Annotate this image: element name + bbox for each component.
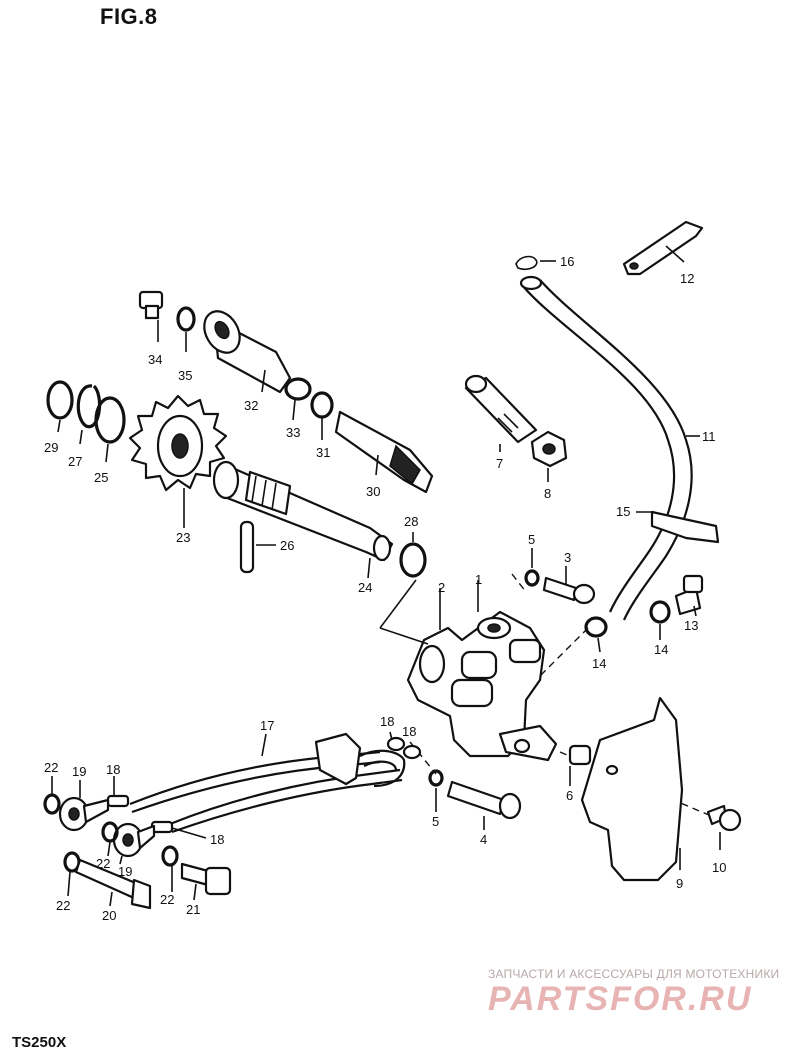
part-13-banjo-bolt — [674, 574, 704, 617]
callout-24: 24 — [358, 580, 372, 595]
part-5-washer-bottom — [428, 769, 444, 812]
part-14-washer-right — [649, 600, 671, 640]
part-10-screw — [706, 804, 742, 850]
part-34-banjo-bolt — [138, 290, 164, 342]
watermark-logo: PARTSFOR.RU — [488, 980, 753, 1018]
callout-22d: 22 — [160, 892, 174, 907]
callout-20: 20 — [102, 908, 116, 923]
callout-6: 6 — [566, 788, 573, 803]
callout-34: 34 — [148, 352, 162, 367]
part-23-gear — [128, 394, 228, 528]
callout-27: 27 — [68, 454, 82, 469]
part-30-drive-shaft — [334, 410, 434, 494]
part-11-oil-hose — [519, 275, 700, 621]
callout-10: 10 — [712, 860, 726, 875]
callout-18b: 18 — [210, 832, 224, 847]
part-7-bolt — [464, 374, 538, 452]
callout-21: 21 — [186, 902, 200, 917]
part-31-o-ring — [310, 391, 334, 440]
part-1-2-oil-pump-body — [379, 579, 558, 762]
part-26-pin — [239, 520, 276, 574]
part-5-washer-top — [524, 548, 540, 587]
part-15-hose-clamp — [636, 510, 720, 544]
callout-18a: 18 — [106, 762, 120, 777]
callout-29: 29 — [44, 440, 58, 455]
part-20-banjo-bolt — [74, 858, 152, 910]
part-24-main-shaft — [212, 460, 394, 579]
part-29-washer — [46, 380, 74, 433]
part-22-washers — [43, 776, 179, 897]
callout-22b: 22 — [96, 856, 110, 871]
callout-8: 8 — [544, 486, 551, 501]
callout-5a: 5 — [528, 532, 535, 547]
part-6-screw — [568, 744, 592, 786]
part-19-banjo-right — [112, 822, 156, 865]
callout-35: 35 — [178, 368, 192, 383]
part-28-washer — [399, 532, 427, 578]
callout-9: 9 — [676, 876, 683, 891]
part-14-washer-left — [584, 616, 608, 653]
part-12-clamp — [622, 220, 704, 276]
part-3-screw — [542, 566, 596, 605]
part-8-nut — [530, 430, 568, 482]
part-35-washer — [176, 306, 196, 352]
callout-1: 1 — [475, 572, 482, 587]
callout-26: 26 — [280, 538, 294, 553]
callout-28: 28 — [404, 514, 418, 529]
part-16-hose-clip — [515, 255, 556, 271]
model-label: TS250X — [12, 1034, 67, 1051]
callout-14b: 14 — [654, 642, 668, 657]
part-21-banjo-bolt — [180, 862, 232, 901]
callout-3: 3 — [564, 550, 571, 565]
part-25-washer — [94, 396, 126, 463]
callout-19a: 19 — [72, 764, 86, 779]
callout-7: 7 — [496, 456, 503, 471]
part-19-banjo-left — [58, 780, 110, 832]
callout-31: 31 — [316, 445, 330, 460]
part-33-o-ring — [284, 377, 312, 421]
callout-4: 4 — [480, 832, 487, 847]
callout-23: 23 — [176, 530, 190, 545]
callout-16: 16 — [560, 254, 574, 269]
callout-12: 12 — [680, 271, 694, 286]
callout-14a: 14 — [592, 656, 606, 671]
part-4-bolt — [446, 780, 522, 830]
callout-11: 11 — [702, 429, 716, 444]
part-32-shaft-housing — [203, 310, 292, 394]
callout-18c: 18 — [380, 714, 394, 729]
callout-labels: 1 2 3 4 5 5 6 7 8 9 10 11 12 13 14 14 15… — [44, 254, 726, 923]
callout-33: 33 — [286, 425, 300, 440]
callout-5b: 5 — [432, 814, 439, 829]
part-27-circlip — [76, 384, 102, 445]
part-9-pump-cover — [580, 696, 684, 882]
part-17-oil-pipes — [129, 731, 422, 834]
callout-25: 25 — [94, 470, 108, 485]
callout-17: 17 — [260, 718, 274, 733]
callout-2: 2 — [438, 580, 445, 595]
callout-22a: 22 — [44, 760, 58, 775]
callout-15: 15 — [616, 504, 630, 519]
callout-18d: 18 — [402, 724, 416, 739]
watermark-tagline: ЗАПЧАСТИ И АКСЕССУАРЫ ДЛЯ МОТОТЕХНИКИ — [488, 967, 780, 981]
figure-title: FIG.8 — [100, 4, 158, 29]
callout-19b: 19 — [118, 864, 132, 879]
callout-32: 32 — [244, 398, 258, 413]
callout-22c: 22 — [56, 898, 70, 913]
callout-13: 13 — [684, 618, 698, 633]
callout-30: 30 — [366, 484, 380, 499]
